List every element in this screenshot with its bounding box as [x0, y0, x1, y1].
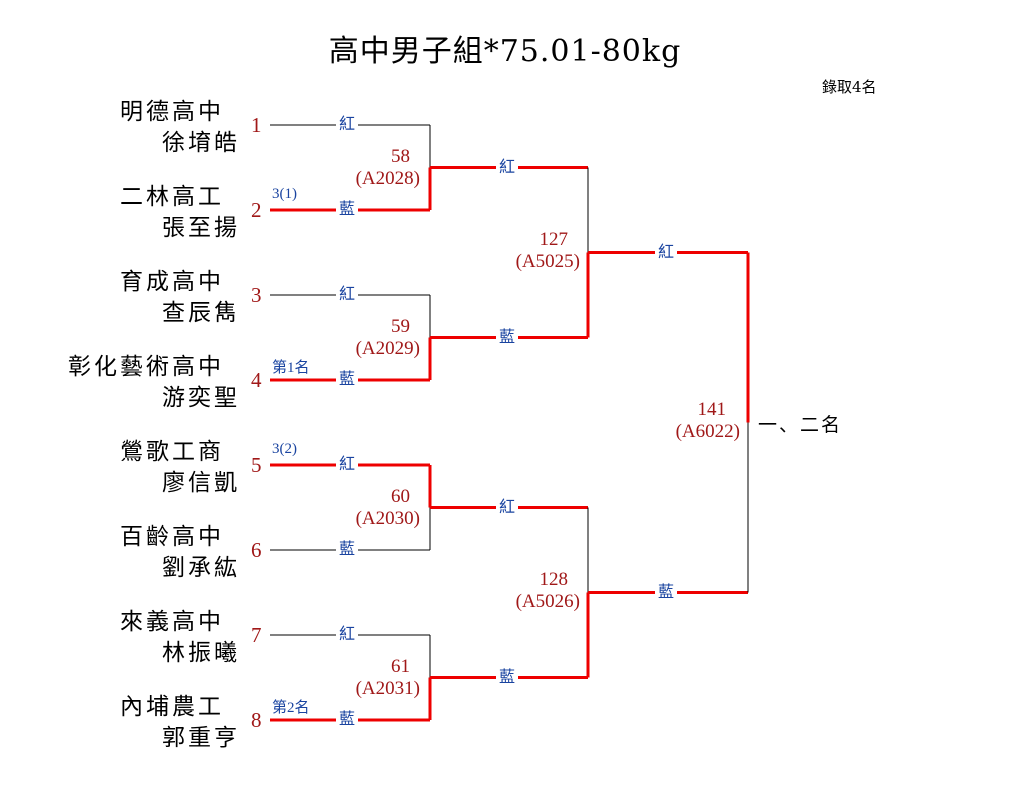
school-name: 彰化藝術高中 [68, 354, 224, 380]
match-number: 141 [697, 398, 727, 420]
player-name: 查辰雋 [162, 300, 240, 326]
match-code: (A2030) [355, 507, 420, 529]
school-name: 二林高工 [120, 184, 224, 210]
red-corner-label: 紅 [336, 625, 359, 643]
placement-note: 第1名 [272, 360, 310, 376]
match-code: (A2031) [355, 677, 420, 699]
blue-corner-label: 藍 [496, 327, 519, 346]
player-name: 郭重亨 [162, 725, 240, 751]
seed-number: 1 [251, 113, 262, 137]
seed-number: 5 [251, 453, 262, 477]
blue-corner-label: 藍 [336, 200, 359, 218]
school-name: 育成高中 [120, 269, 224, 295]
school-name: 內埔農工 [120, 694, 224, 720]
match-number: 58 [391, 145, 410, 167]
player-name: 徐堉皓 [162, 130, 240, 156]
player-name: 劉承紘 [162, 555, 240, 581]
school-name: 來義高中 [120, 609, 224, 635]
match-number: 59 [391, 315, 410, 337]
match-code: (A2028) [355, 167, 420, 189]
match-code: (A5026) [515, 590, 580, 612]
red-corner-label: 紅 [496, 497, 519, 516]
match-code: (A6022) [675, 420, 740, 442]
match-number: 128 [539, 568, 569, 590]
match-number: 127 [539, 228, 569, 250]
match-number: 61 [391, 655, 410, 677]
red-corner-label: 紅 [336, 285, 359, 303]
blue-corner-label: 藍 [336, 710, 359, 728]
seed-number: 3 [251, 283, 262, 307]
seed-number: 6 [251, 538, 262, 562]
player-name: 廖信凱 [162, 470, 240, 496]
school-name: 鶯歌工商 [120, 439, 224, 465]
school-name: 明德高中 [120, 99, 224, 125]
quota-label: 錄取4名 [822, 78, 877, 96]
final-placement-label: 一、二名 [758, 413, 843, 436]
seed-number: 2 [251, 198, 262, 222]
seed-number: 8 [251, 708, 262, 732]
blue-corner-label: 藍 [336, 540, 359, 558]
player-name: 張至揚 [162, 215, 240, 241]
placement-note: 3(1) [272, 186, 297, 202]
blue-corner-label: 藍 [336, 370, 359, 388]
placement-note: 3(2) [272, 441, 297, 457]
red-corner-label: 紅 [336, 455, 359, 473]
blue-corner-label: 藍 [655, 582, 678, 601]
seed-number: 7 [251, 623, 262, 647]
match-number: 60 [391, 485, 410, 507]
red-corner-label: 紅 [496, 157, 519, 176]
placement-note: 第2名 [272, 700, 310, 716]
red-corner-label: 紅 [655, 242, 678, 261]
red-corner-label: 紅 [336, 115, 359, 133]
player-name: 游奕聖 [162, 385, 240, 411]
match-code: (A2029) [355, 337, 420, 359]
page-title: 高中男子組*75.01-80kg [328, 34, 682, 69]
school-name: 百齡高中 [120, 524, 224, 550]
blue-corner-label: 藍 [496, 667, 519, 686]
match-code: (A5025) [515, 250, 580, 272]
seed-number: 4 [251, 368, 262, 392]
player-name: 林振曦 [162, 640, 240, 666]
